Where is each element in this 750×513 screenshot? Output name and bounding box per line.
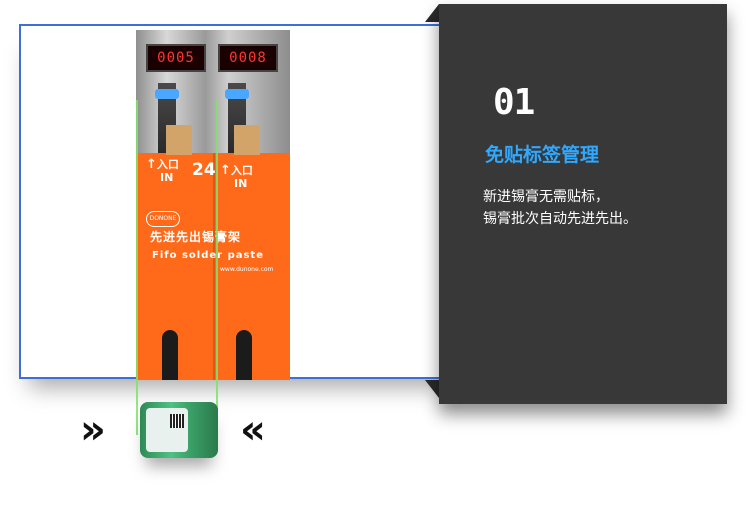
panel-notch-top bbox=[425, 4, 439, 22]
product-name-cn: 先进先出锡膏架 bbox=[150, 230, 242, 244]
brand-website: www.dunone.com bbox=[220, 266, 274, 273]
rack-top-unit: 0005 0008 bbox=[136, 30, 290, 155]
double-chevron-right-icon[interactable]: » bbox=[80, 407, 106, 453]
view-window-left bbox=[162, 330, 178, 380]
panel-notch-bottom bbox=[425, 380, 439, 398]
jar-label bbox=[146, 408, 188, 452]
counter-display-right: 0008 bbox=[218, 44, 278, 72]
air-fitting-left bbox=[155, 89, 179, 99]
up-arrow-icon: ↑ bbox=[220, 163, 231, 178]
feature-desc-line1: 新进锡膏无需贴标， bbox=[483, 189, 609, 205]
guide-line-right bbox=[216, 100, 218, 435]
step-number: 01 bbox=[493, 82, 535, 123]
cartridge-right bbox=[234, 125, 260, 155]
inlet-cn-left: 入口 bbox=[156, 158, 179, 171]
up-arrow-icon: ↑ bbox=[146, 157, 157, 172]
product-name-en: Fifo solder paste bbox=[152, 250, 264, 261]
slot-number: 24 bbox=[192, 160, 216, 180]
solder-paste-jar bbox=[140, 402, 218, 458]
solder-paste-rack: 0005 0008 ↑入口 IN 24 ↑入口 IN DONONE 先进先出锡膏… bbox=[136, 30, 290, 380]
air-fitting-right bbox=[225, 89, 249, 99]
inlet-en-right: IN bbox=[234, 177, 248, 190]
feature-description: 新进锡膏无需贴标， 锡膏批次自动先进先出。 bbox=[483, 186, 703, 230]
rack-divider bbox=[213, 153, 215, 380]
counter-display-left: 0005 bbox=[146, 44, 206, 72]
inlet-cn-right: 入口 bbox=[230, 164, 253, 177]
inlet-label-left: ↑入口 IN bbox=[146, 158, 179, 184]
inlet-label-right: ↑入口 IN bbox=[220, 164, 253, 190]
view-window-right bbox=[236, 330, 252, 380]
feature-info-panel: 01 免贴标签管理 新进锡膏无需贴标， 锡膏批次自动先进先出。 bbox=[439, 4, 727, 404]
double-chevron-left-icon[interactable]: « bbox=[240, 407, 266, 453]
feature-desc-line2: 锡膏批次自动先进先出。 bbox=[483, 211, 637, 227]
brand-logo: DONONE bbox=[146, 211, 180, 227]
cartridge-left bbox=[166, 125, 192, 155]
guide-line-left bbox=[136, 100, 138, 435]
feature-title: 免贴标签管理 bbox=[485, 144, 600, 166]
inlet-en-left: IN bbox=[160, 171, 174, 184]
